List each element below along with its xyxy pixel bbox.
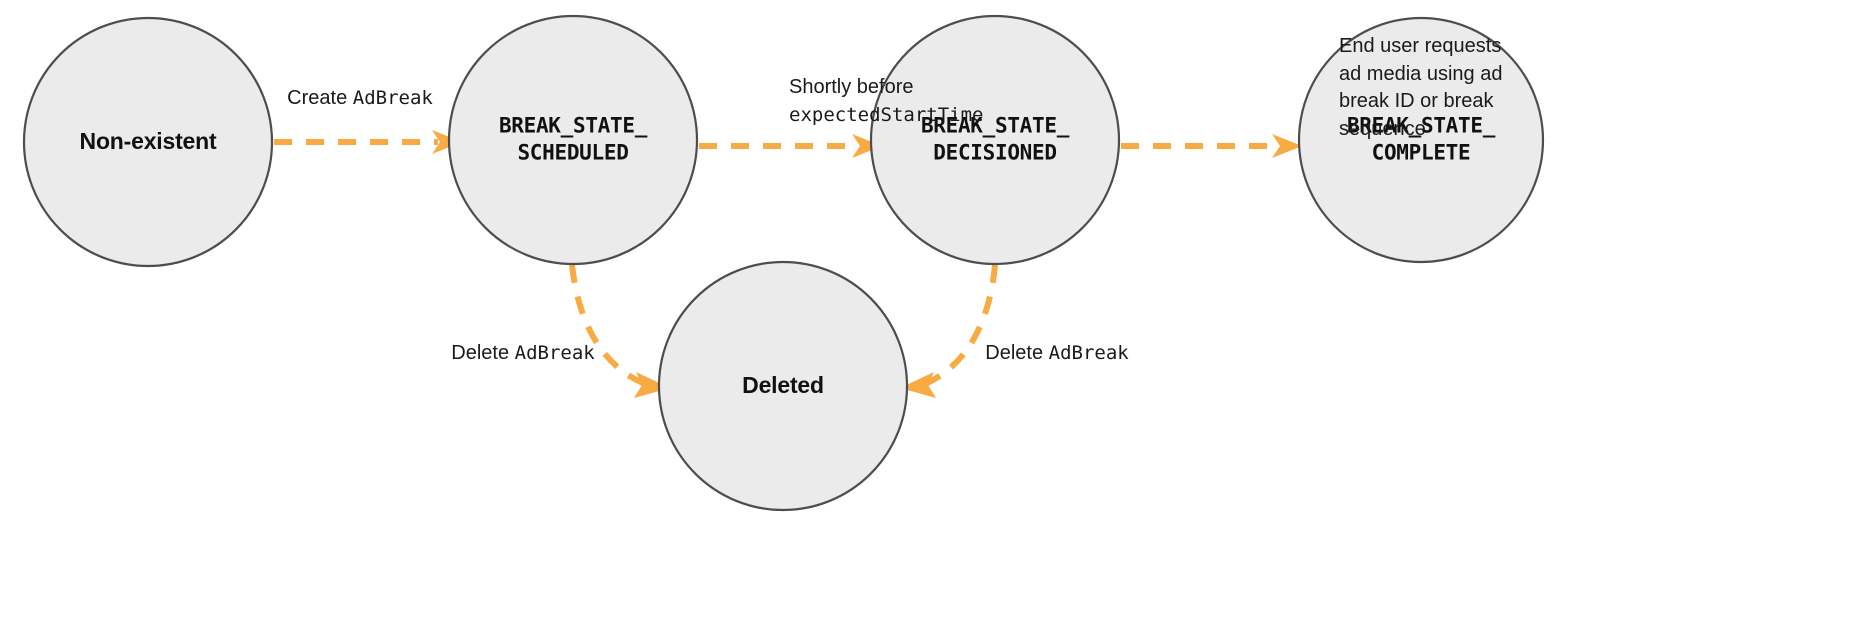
edge-end-user-requests-ad-media xyxy=(1121,134,1302,158)
edge-delete-adbreak-from-scheduled xyxy=(569,264,670,398)
node-break-state-decisioned[interactable] xyxy=(869,14,1121,266)
node-deleted[interactable] xyxy=(657,260,909,512)
edge-delete-from-scheduled-arrowhead xyxy=(634,372,670,398)
edge-end-user-requests-arrowhead xyxy=(1272,134,1302,158)
edge-delete-from-scheduled-line xyxy=(569,264,647,387)
edge-shortly-before-arrowhead xyxy=(852,134,882,158)
edge-create-adbreak xyxy=(274,130,462,154)
edge-delete-adbreak-from-decisioned xyxy=(900,264,998,398)
node-break-state-complete[interactable] xyxy=(1297,16,1545,264)
edge-shortly-before-expected-start-time xyxy=(699,134,882,158)
edge-create-adbreak-arrowhead xyxy=(432,130,462,154)
edge-delete-from-decisioned-line xyxy=(923,264,998,387)
node-non-existent[interactable] xyxy=(22,16,274,268)
edge-delete-from-decisioned-arrowhead xyxy=(900,372,936,398)
node-break-state-scheduled[interactable] xyxy=(447,14,699,266)
